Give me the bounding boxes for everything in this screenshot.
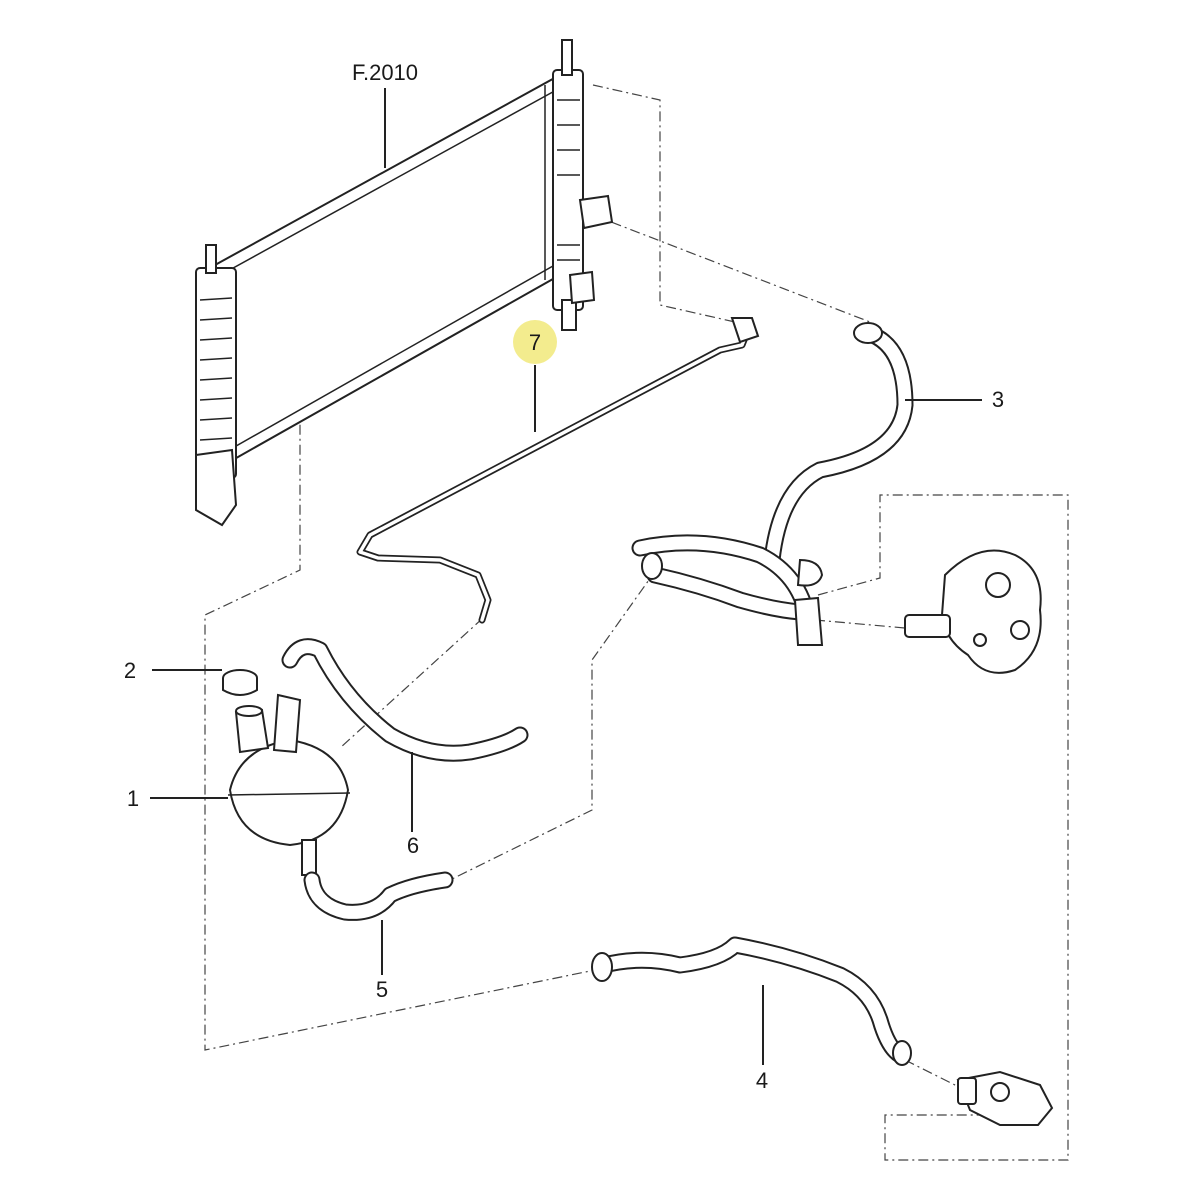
callout-6[interactable]: 6 xyxy=(407,833,419,858)
part-6-hose xyxy=(281,638,529,762)
callout-7[interactable]: 7 xyxy=(529,330,541,355)
labels: F.2010 7 3 2 1 6 5 4 xyxy=(124,60,1004,1093)
diagram-reference-label: F.2010 xyxy=(352,60,418,85)
callout-7-highlight xyxy=(513,320,557,364)
part-3-upper-hose xyxy=(631,322,914,646)
part-7-vent-pipe xyxy=(356,317,760,624)
part-2-cap xyxy=(222,669,258,696)
part-1-expansion-tank xyxy=(227,693,351,876)
thermostat-housing-lower xyxy=(956,1070,1054,1126)
leader-lines xyxy=(150,88,982,1065)
radiator xyxy=(195,39,614,527)
callout-5[interactable]: 5 xyxy=(376,977,388,1002)
callout-2[interactable]: 2 xyxy=(124,658,136,683)
thermostat-housing-upper xyxy=(904,549,1042,674)
callout-4[interactable]: 4 xyxy=(756,1068,768,1093)
part-5-hose xyxy=(303,871,454,921)
part-4-lower-hose xyxy=(591,936,912,1066)
callout-3[interactable]: 3 xyxy=(992,387,1004,412)
callout-1[interactable]: 1 xyxy=(127,786,139,811)
